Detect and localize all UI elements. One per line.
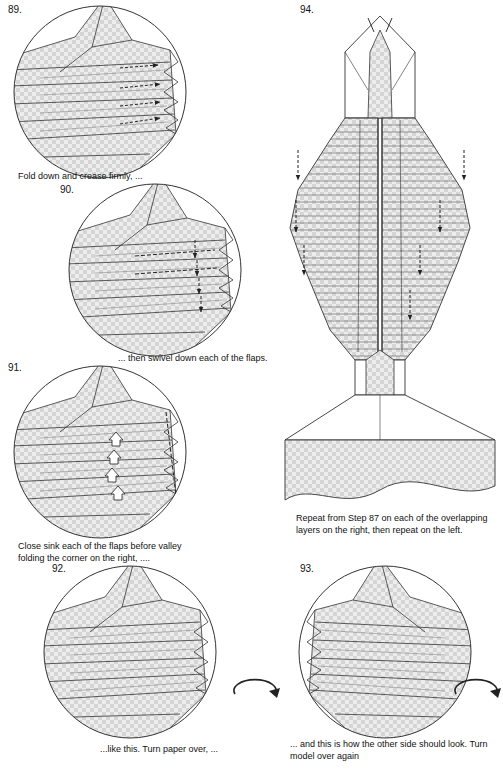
step-94-figure xyxy=(285,16,495,500)
turn-over-symbol xyxy=(455,680,501,698)
step-92-figure xyxy=(40,557,220,747)
step-caption: ... then swivel down each of the flaps. xyxy=(118,352,348,364)
step-number: 90. xyxy=(60,184,74,196)
step-93-figure xyxy=(295,557,475,747)
step-90-figure xyxy=(65,175,245,365)
step-number: 89. xyxy=(8,4,22,16)
step-caption: Fold down and crease firmly, ... xyxy=(18,170,228,182)
step-number: 93. xyxy=(300,563,314,575)
step-caption: ... and this is how the other side shoul… xyxy=(290,738,498,762)
step-91-figure xyxy=(10,357,190,547)
step-caption: Close sink each of the flaps before vall… xyxy=(18,540,196,564)
turn-over-symbol xyxy=(234,680,280,698)
step-caption: Repeat from Step 87 on each of the overl… xyxy=(296,512,496,536)
step-number: 91. xyxy=(8,362,22,374)
step-number: 94. xyxy=(300,4,314,16)
step-number: 92. xyxy=(52,563,66,575)
step-89-figure xyxy=(10,0,190,187)
step-caption: ...like this. Turn paper over, ... xyxy=(100,743,290,755)
